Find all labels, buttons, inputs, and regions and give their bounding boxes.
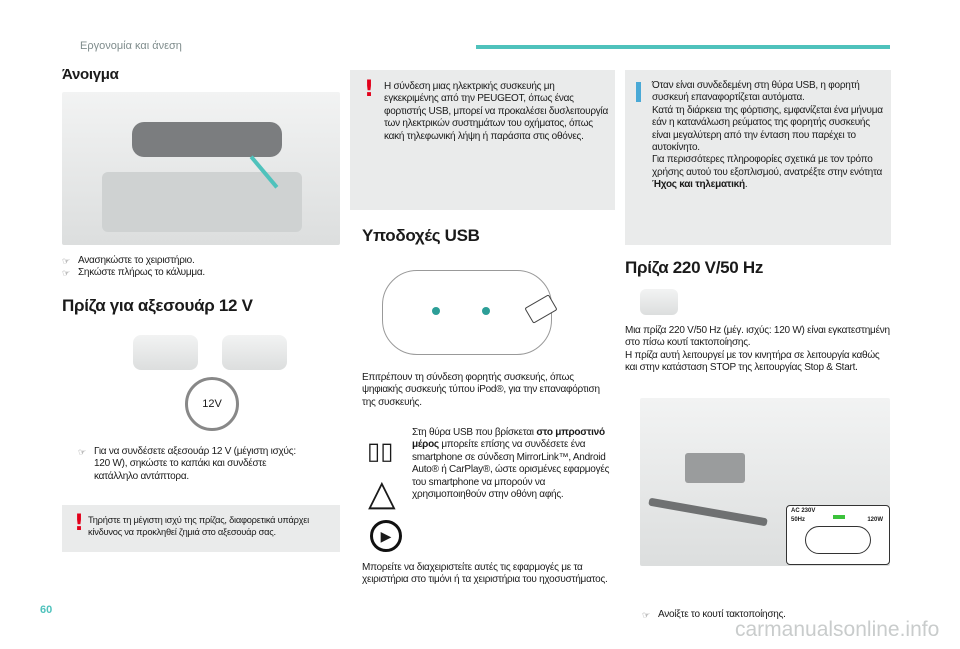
warning-usb: ! Η σύνδεση μιας ηλεκτρικής συσκευής μη …: [350, 70, 615, 210]
warning-icon: !: [364, 77, 375, 102]
steering-wheel-icon-left: [133, 335, 198, 370]
info-icon: [636, 82, 641, 102]
car-usb-illustration: [372, 265, 604, 360]
step-connect-12v: Για να συνδέσετε αξεσουάρ 12 V (μέγιστη …: [78, 446, 308, 483]
rear-storage-illustration: AC 230V 50Hz 120W: [640, 398, 890, 566]
header-rule: [476, 45, 890, 49]
watermark: carmanualsonline.info: [735, 618, 940, 641]
info-usb: Όταν είναι συνδεδεμένη στη θύρα USB, η φ…: [625, 70, 891, 245]
warning-12v-text: Τηρήστε τη μέγιστη ισχύ της πρίζας, διαφ…: [88, 515, 309, 537]
warning-icon: !: [74, 511, 85, 536]
step-raise-cover: Σηκώστε πλήρως το κάλυμμα.: [62, 267, 340, 280]
socket-220v-desc: Μια πρίζα 220 V/50 Hz (μέγ. ισχύς: 120 W…: [625, 325, 890, 374]
socket-220v-outlet: [805, 526, 871, 554]
usb-front-text: Στη θύρα USB που βρίσκεται στο μπροστινό…: [412, 427, 610, 501]
socket-12v-title: Πρίζα για αξεσουάρ 12 V: [62, 296, 253, 315]
usb-outro: Μπορείτε να διαχειριστείτε αυτές τις εφα…: [362, 562, 608, 586]
steering-wheel-icon-right: [222, 335, 287, 370]
opening-title: Άνοιγμα: [62, 66, 119, 83]
label-hz: 50Hz: [791, 517, 806, 523]
section-header: Εργονομία και άνεση: [80, 40, 182, 52]
step-open-storage: Ανοίξτε το κουτί τακτοποίησης.: [642, 609, 882, 622]
carplay-icon: ▶: [370, 520, 402, 552]
step-lift-control: Ανασηκώστε το χειριστήριο.: [62, 255, 340, 268]
usb-intro: Επιτρέπουν τη σύνδεση φορητής συσκευής, …: [362, 372, 600, 408]
warning-usb-text: Η σύνδεση μιας ηλεκτρικής συσκευής μη εγ…: [384, 81, 609, 142]
steering-wheel-small-icon: [640, 289, 678, 315]
smartphone-icon: ▯▯: [367, 438, 394, 465]
warning-12v: ! Τηρήστε τη μέγιστη ισχύ της πρίζας, δι…: [62, 505, 340, 552]
label-power: 120W: [867, 517, 883, 523]
android-auto-icon: △: [368, 472, 396, 513]
usb-title: Υποδοχές USB: [362, 226, 480, 245]
socket-12v-label: 12V: [202, 398, 222, 410]
label-ac: AC 230V: [791, 508, 816, 514]
page-number: 60: [40, 604, 53, 616]
status-led: [833, 515, 845, 519]
socket-220v-title: Πρίζα 220 V/50 Hz: [625, 258, 764, 277]
armrest-illustration: [62, 92, 340, 245]
link-sound-telematics[interactable]: Ήχος και τηλεματική: [652, 179, 745, 191]
socket-12v-icon: 12V: [185, 377, 239, 431]
info-usb-text: Όταν είναι συνδεδεμένη στη θύρα USB, η φ…: [652, 80, 883, 191]
